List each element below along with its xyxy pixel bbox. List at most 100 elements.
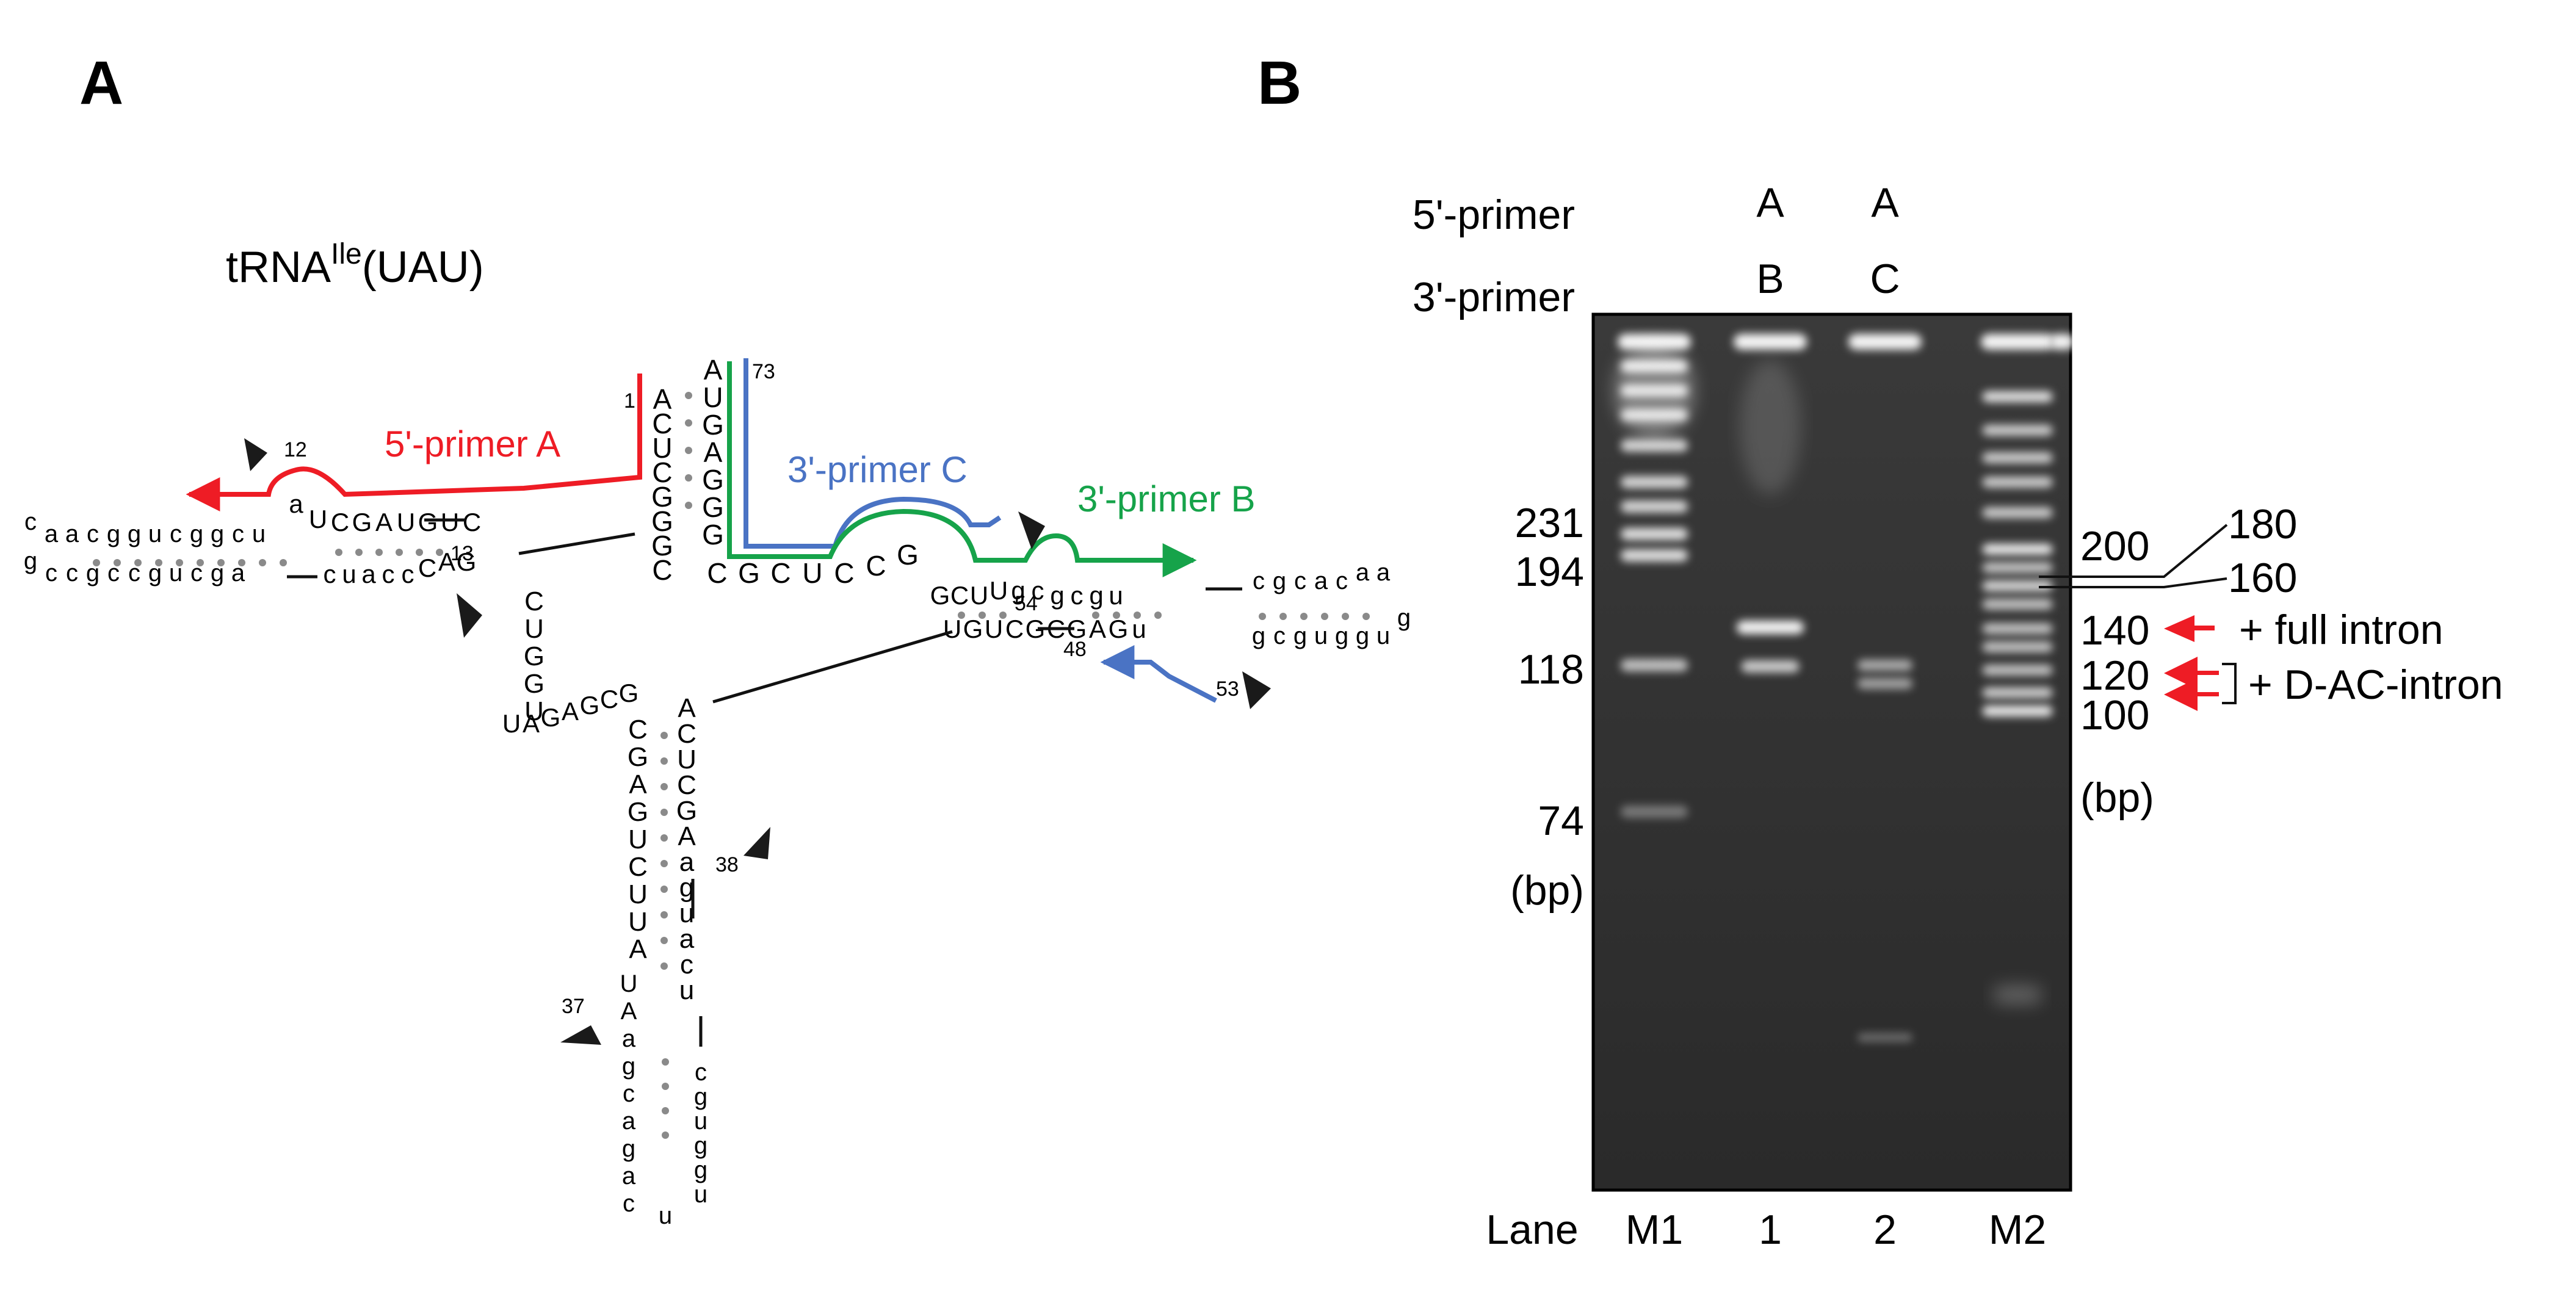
acceptor-left-nt: G [651,481,673,513]
ac-intron-pair-dot [662,1131,669,1139]
d-intron-bottom-nt: g [148,560,162,586]
ac-right-nt: A [678,693,696,723]
primer-header: 5'-primer A A 3'-primer B C [1413,179,1900,320]
m2-ladder-band [1982,452,2053,463]
d-top-nt: U [397,508,415,536]
trna-title-superscript: Ile [331,238,362,270]
d-intron-top-nt: g [190,521,203,547]
ac-intron-right-nt: g [694,1132,707,1159]
d-intron-top-nt: a [65,521,79,547]
t-bottom-nt: C [707,557,727,589]
t-stem-pair-dot [1092,612,1099,619]
lane2-band-faint [1858,1033,1912,1042]
t-ext-bottom-nt: g [1356,623,1369,649]
m1-unit: (bp) [1510,867,1584,914]
d-intron-top-nt: a [45,521,59,547]
primer-row-3-lane1: B [1756,256,1784,302]
m2-ladder-band [1982,641,2053,652]
primer-3b-line [727,361,1197,577]
d-intron-bottom-nt: g [211,560,224,586]
ac-intron-loop-nt: u [659,1202,672,1229]
acceptor-left-nt: C [652,457,672,488]
primer-row-3-label: 3'-primer [1413,274,1575,320]
acceptor-left-nt: G [651,505,673,537]
d-top-nt: A [375,508,393,536]
ac-left-nt: C [628,852,648,882]
primer-5a-label: 5'-primer A [385,424,560,464]
ac-loop-top-nt: G [580,691,600,720]
d-intron-bottom-nt: c [128,560,140,586]
t-ext-bottom-nt: g [1397,604,1411,631]
t-ext-bottom-nt: u [1314,623,1328,649]
ac-intron-pair-dot [662,1107,669,1114]
d-intron-pair-dot [259,559,266,566]
d-stem-pair-dot [396,549,403,556]
t-ext-top-nt: c [1294,568,1306,594]
t-stem-bottom-nt: C [1005,615,1024,643]
m2-ladder-band [1982,665,2053,676]
d-stem-pair-dot [416,549,423,556]
position-48: 48 [1063,638,1087,661]
ac-stem-pair-dot [660,732,668,739]
d-intron-top-nt: u [252,521,266,547]
ac-loop-top-nt: U [502,709,521,738]
t-ext-bottom-nt: g [1335,623,1348,649]
ac-left-nt: G [628,742,648,772]
t-stem-pair-dot [1113,612,1120,619]
position-1: 1 [624,389,635,413]
ac-right-nt: u [679,975,694,1005]
m2-ladder-band [1982,544,2053,555]
acceptor-pair-dot [685,447,692,454]
m2-ladder-band [1982,706,2053,716]
t-bottom-nt: G [897,539,919,571]
lane1-band-dac [1741,660,1800,673]
acceptor-pair-dot [685,502,692,509]
lane-label-2: 2 [1873,1207,1897,1253]
ac-stem-pair-dot [660,911,668,918]
acceptor-left-nt: C [652,554,672,586]
m2-ladder-band [1982,507,2053,518]
d-intron-top-nt: g [107,521,120,547]
d-intron-top-nt: c [170,521,182,547]
m1-marker-labels: 231 194 118 74 (bp) [1510,500,1584,914]
t-stem-pair-dot [1134,612,1141,619]
gel-well-band [1734,334,1807,350]
m2-marker-160: 160 [2228,555,2297,601]
t-stem-bottom-nt: G [1109,615,1129,643]
t-bottom-nt: U [802,557,822,589]
t-stem-bottom-nt: A [1089,615,1106,643]
t-arm-pair-dot [1342,613,1349,620]
t-stem-bottom-nt: U [985,615,1003,643]
d-loop-side-nt: U [524,696,544,726]
acceptor-right-nt: G [702,409,724,441]
primer-row-5-label: 5'-primer [1413,192,1575,238]
t-stem-top-nt: g [1089,581,1103,610]
d-intron-pair-dot [217,559,225,566]
m2-ladder-band [1982,425,2053,436]
ac-stem-pair-dot [660,886,668,893]
d-bottom-nt: c [324,560,336,588]
acceptor-right-nt: G [702,491,724,523]
ac-intron-right-nt: u [694,1181,707,1208]
d-intron-pair-dot [134,559,142,566]
primer-row-5-lane1: A [1756,179,1784,226]
position-37: 37 [562,995,585,1018]
m1-ladder-band [1621,806,1688,818]
ac-left-nt: C [628,715,648,745]
lane-label-1: 1 [1759,1207,1782,1253]
cleavage-site-37 [560,1025,601,1045]
d-intron-pair-dot [176,559,183,566]
m2-ladder-band [1982,477,2053,488]
d-bottom-nt: G [457,547,477,576]
d-intron-bottom-nt: g [24,547,37,574]
ac-loop-top-nt: G [619,679,639,707]
t-arm-pair-dot [1259,613,1266,620]
d-stem-pair-dot [335,549,342,556]
t-stem-top-nt: c [1032,576,1044,605]
acceptor-pair-dot [685,474,692,482]
t-ext-top-nt: g [1273,568,1286,594]
ac-left-nt: U [628,879,648,909]
lane1-band-full-intron [1737,621,1804,634]
t-arm-pair-dot [1300,613,1308,620]
m1-ladder-band [1621,659,1688,671]
